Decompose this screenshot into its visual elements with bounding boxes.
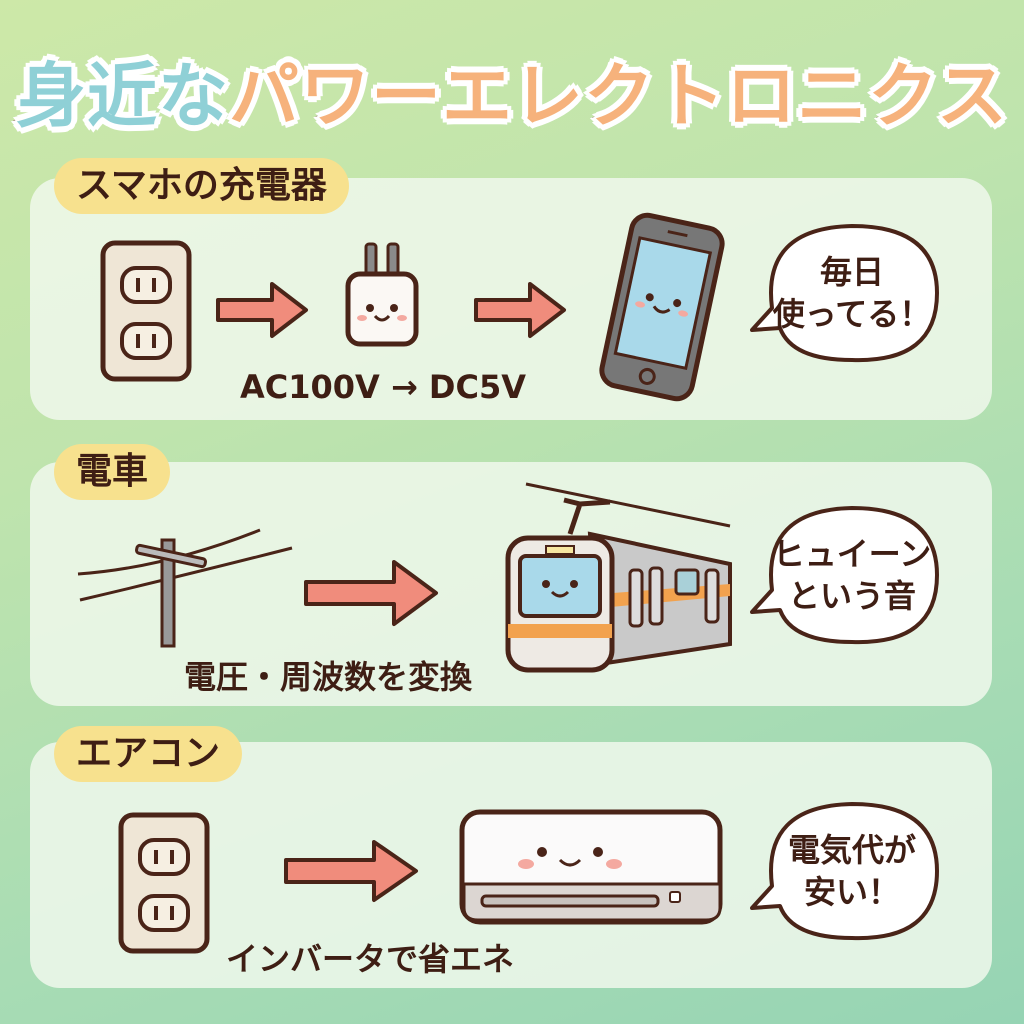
arrow-icon (472, 280, 568, 344)
bubble-line-1: 電気代が (787, 831, 916, 869)
title-part-2: パワーエレクトロニクス (227, 53, 1009, 139)
bubble-line-1: 毎日 (819, 253, 884, 291)
section-label-train: 電車 (54, 444, 171, 500)
speech-bubble-charger: 毎日 使ってる！ (742, 218, 942, 368)
outlet-icon (100, 240, 192, 386)
arrow-icon (214, 280, 310, 344)
section-label-aircon: エアコン (54, 726, 243, 782)
outlet-icon (118, 812, 210, 958)
caption-aircon: インバータで省エネ (226, 940, 515, 978)
utility-pole-icon (74, 528, 294, 652)
caption-train: 電圧・周波数を変換 (184, 658, 473, 696)
caption-charger: AC100V → DC5V (240, 368, 526, 406)
smartphone-icon (592, 212, 732, 406)
train-icon (500, 474, 740, 688)
section-label-charger: スマホの充電器 (54, 158, 349, 214)
bubble-line-2: 安い！ (803, 873, 900, 911)
charger-icon (342, 240, 422, 354)
speech-bubble-train: ヒュイーン という音 (742, 500, 942, 650)
bubble-line-2: という音 (787, 577, 916, 615)
bubble-line-1: ヒュイーン (772, 535, 932, 573)
arrow-icon (302, 558, 442, 632)
page-title: 身近なパワーエレクトロニクス (0, 40, 1024, 141)
title-part-1: 身近な (14, 53, 230, 139)
speech-bubble-aircon: 電気代が 安い！ (742, 796, 942, 946)
arrow-icon (282, 838, 422, 908)
air-conditioner-icon (458, 808, 728, 932)
bubble-line-2: 使ってる！ (772, 295, 932, 333)
